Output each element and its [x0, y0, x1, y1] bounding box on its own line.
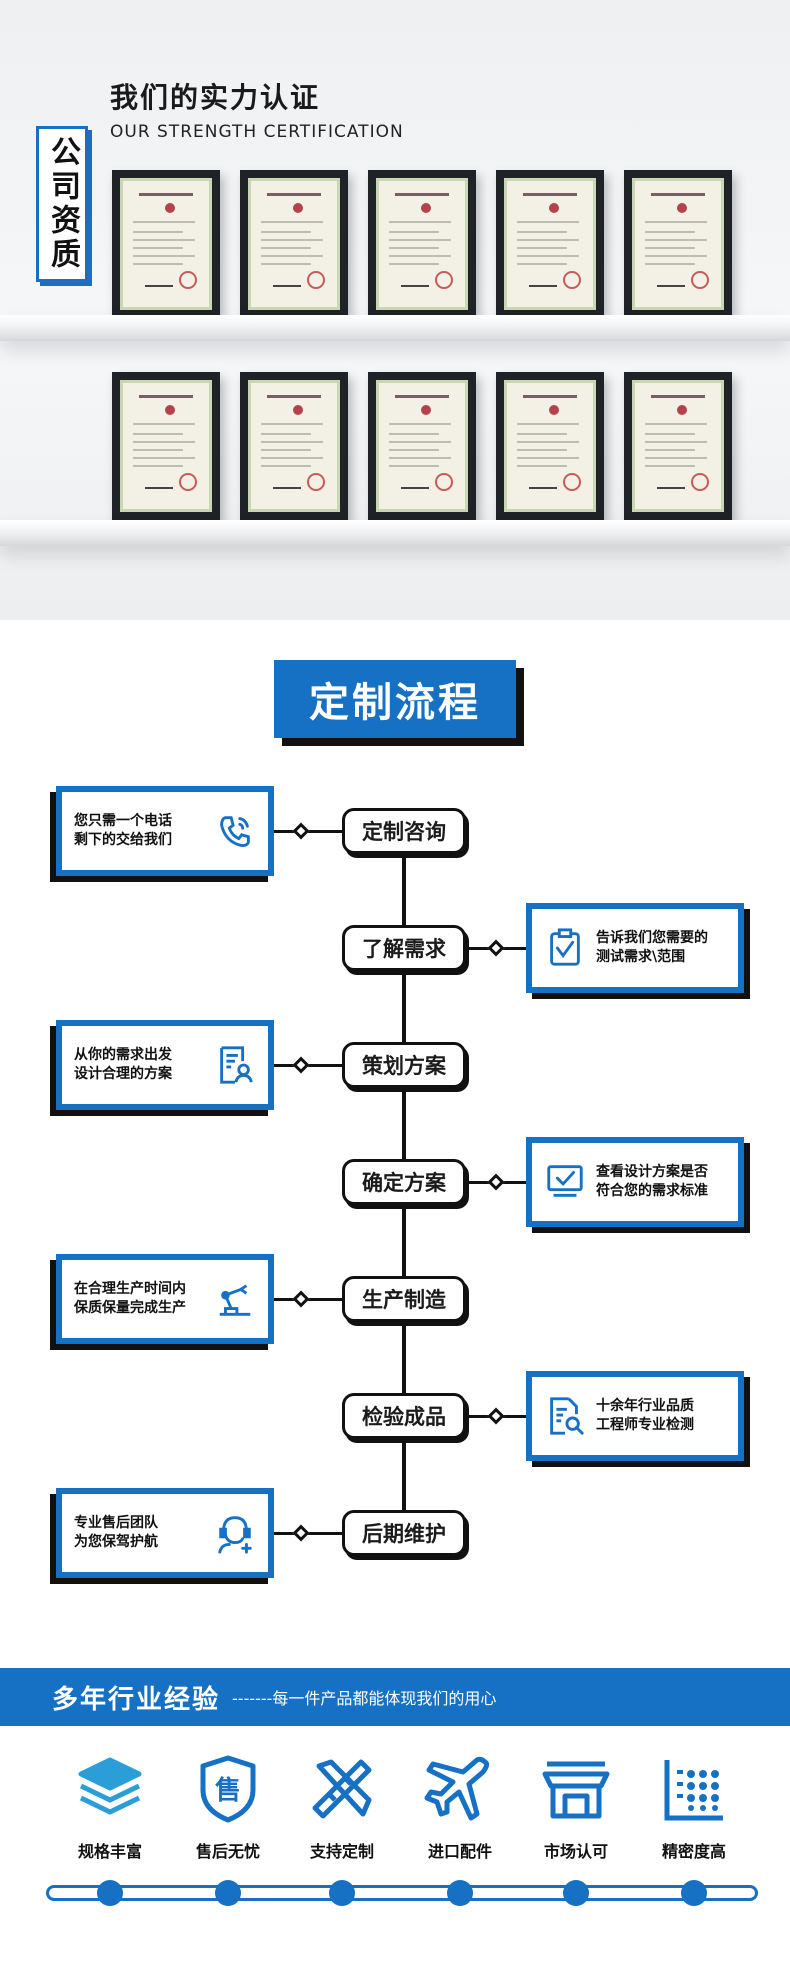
certificate-document: [632, 178, 724, 310]
document-search-icon: [544, 1395, 586, 1437]
step-description-card: 您只需一个电话 剩下的交给我们: [50, 786, 274, 882]
certificate-frame: [496, 372, 604, 520]
process-step: 策划方案: [342, 1042, 466, 1088]
process-title-banner: 定制流程: [274, 660, 516, 738]
certificate-document: [504, 178, 596, 310]
certificate-frame: [112, 372, 220, 520]
progress-track: [46, 1885, 758, 1901]
certificate-frame: [240, 170, 348, 318]
step-description: 查看设计方案是否 符合您的需求标准: [596, 1164, 708, 1199]
feature-label: 市场认可: [543, 1842, 608, 1861]
certificate-frame: [368, 372, 476, 520]
progress-dot: [97, 1880, 123, 1906]
feature-item: 售售后无忧: [168, 1752, 288, 1862]
certificate-frame: [368, 170, 476, 318]
connector-diamond: [487, 1407, 505, 1425]
feature-label: 售后无忧: [195, 1842, 260, 1861]
svg-text:售: 售: [215, 1775, 241, 1806]
monitor-check-icon: [544, 1161, 586, 1203]
process-title: 定制流程: [309, 680, 481, 726]
step-description-card: 专业售后团队 为您保驾护航: [50, 1488, 274, 1584]
vertical-label-text: 公司资质: [45, 136, 80, 272]
progress-dot: [447, 1880, 473, 1906]
connector-diamond: [487, 939, 505, 957]
robot-arm-icon: [214, 1278, 256, 1320]
feature-item: 进口配件: [400, 1752, 520, 1862]
connector-diamond: [292, 1056, 310, 1074]
certification-title: 我们的实力认证: [110, 81, 321, 114]
process-step: 定制咨询: [342, 808, 466, 854]
phone-icon: [214, 810, 256, 852]
step-description: 从你的需求出发 设计合理的方案: [74, 1047, 172, 1082]
step-description-card: 从你的需求出发 设计合理的方案: [50, 1020, 274, 1116]
airplane-icon: [400, 1752, 520, 1826]
step-description: 十余年行业品质 工程师专业检测: [596, 1398, 694, 1433]
progress-dot: [329, 1880, 355, 1906]
certificate-document: [632, 380, 724, 512]
certificate-document: [376, 178, 468, 310]
certificate-frame: [112, 170, 220, 318]
experience-title: 多年行业经验: [52, 1684, 221, 1715]
shelf-top: [0, 315, 790, 341]
step-description: 在合理生产时间内 保质保量完成生产: [74, 1281, 186, 1316]
certificate-document: [376, 380, 468, 512]
progress-dot: [215, 1880, 241, 1906]
storefront-icon: [516, 1752, 636, 1826]
feature-item: 支持定制: [282, 1752, 402, 1862]
shield-service-icon: 售: [168, 1752, 288, 1826]
feature-item: 市场认可: [516, 1752, 636, 1862]
certificate-frame: [496, 170, 604, 318]
step-description: 专业售后团队 为您保驾护航: [74, 1515, 158, 1550]
certificate-document: [504, 380, 596, 512]
connector-diamond: [292, 1290, 310, 1308]
process-step: 了解需求: [342, 925, 466, 971]
certification-subtitle: OUR STRENGTH CERTIFICATION: [110, 122, 404, 142]
certificate-document: [248, 380, 340, 512]
step-description-card: 十余年行业品质 工程师专业检测: [526, 1371, 750, 1467]
step-description-card: 在合理生产时间内 保质保量完成生产: [50, 1254, 274, 1350]
feature-label: 进口配件: [427, 1842, 492, 1861]
certificate-document: [120, 380, 212, 512]
feature-item: 规格丰富: [50, 1752, 170, 1862]
precision-grid-icon: [634, 1752, 754, 1826]
feature-item: 精密度高: [634, 1752, 754, 1862]
certificate-frame: [240, 372, 348, 520]
feature-label: 精密度高: [661, 1842, 726, 1861]
connector-diamond: [487, 1173, 505, 1191]
process-step: 确定方案: [342, 1159, 466, 1205]
connector-diamond: [292, 822, 310, 840]
certificate-document: [248, 178, 340, 310]
connector-diamond: [292, 1524, 310, 1542]
certificate-frame: [624, 170, 732, 318]
layers-icon: [50, 1752, 170, 1826]
progress-dot: [563, 1880, 589, 1906]
feature-label: 支持定制: [309, 1842, 374, 1861]
step-description: 您只需一个电话 剩下的交给我们: [74, 813, 172, 848]
process-step: 检验成品: [342, 1393, 466, 1439]
experience-slogan: -------每一件产品都能体现我们的用心: [232, 1689, 497, 1708]
progress-dot: [681, 1880, 707, 1906]
company-qualification-label: 公司资质: [36, 126, 88, 282]
experience-banner: 多年行业经验 -------每一件产品都能体现我们的用心: [0, 1668, 790, 1726]
feature-label: 规格丰富: [77, 1842, 142, 1861]
step-description-card: 查看设计方案是否 符合您的需求标准: [526, 1137, 750, 1233]
document-person-icon: [214, 1044, 256, 1086]
process-step: 后期维护: [342, 1510, 466, 1556]
certification-section: 我们的实力认证 OUR STRENGTH CERTIFICATION 公司资质: [0, 0, 790, 620]
step-description: 告诉我们您需要的 测试需求\范围: [596, 930, 708, 965]
certificate-frame: [624, 372, 732, 520]
ruler-pencil-icon: [282, 1752, 402, 1826]
clipboard-check-icon: [544, 927, 586, 969]
certificate-document: [120, 178, 212, 310]
shelf-bottom: [0, 520, 790, 546]
process-step: 生产制造: [342, 1276, 466, 1322]
support-agent-icon: [214, 1512, 256, 1554]
step-description-card: 告诉我们您需要的 测试需求\范围: [526, 903, 750, 999]
